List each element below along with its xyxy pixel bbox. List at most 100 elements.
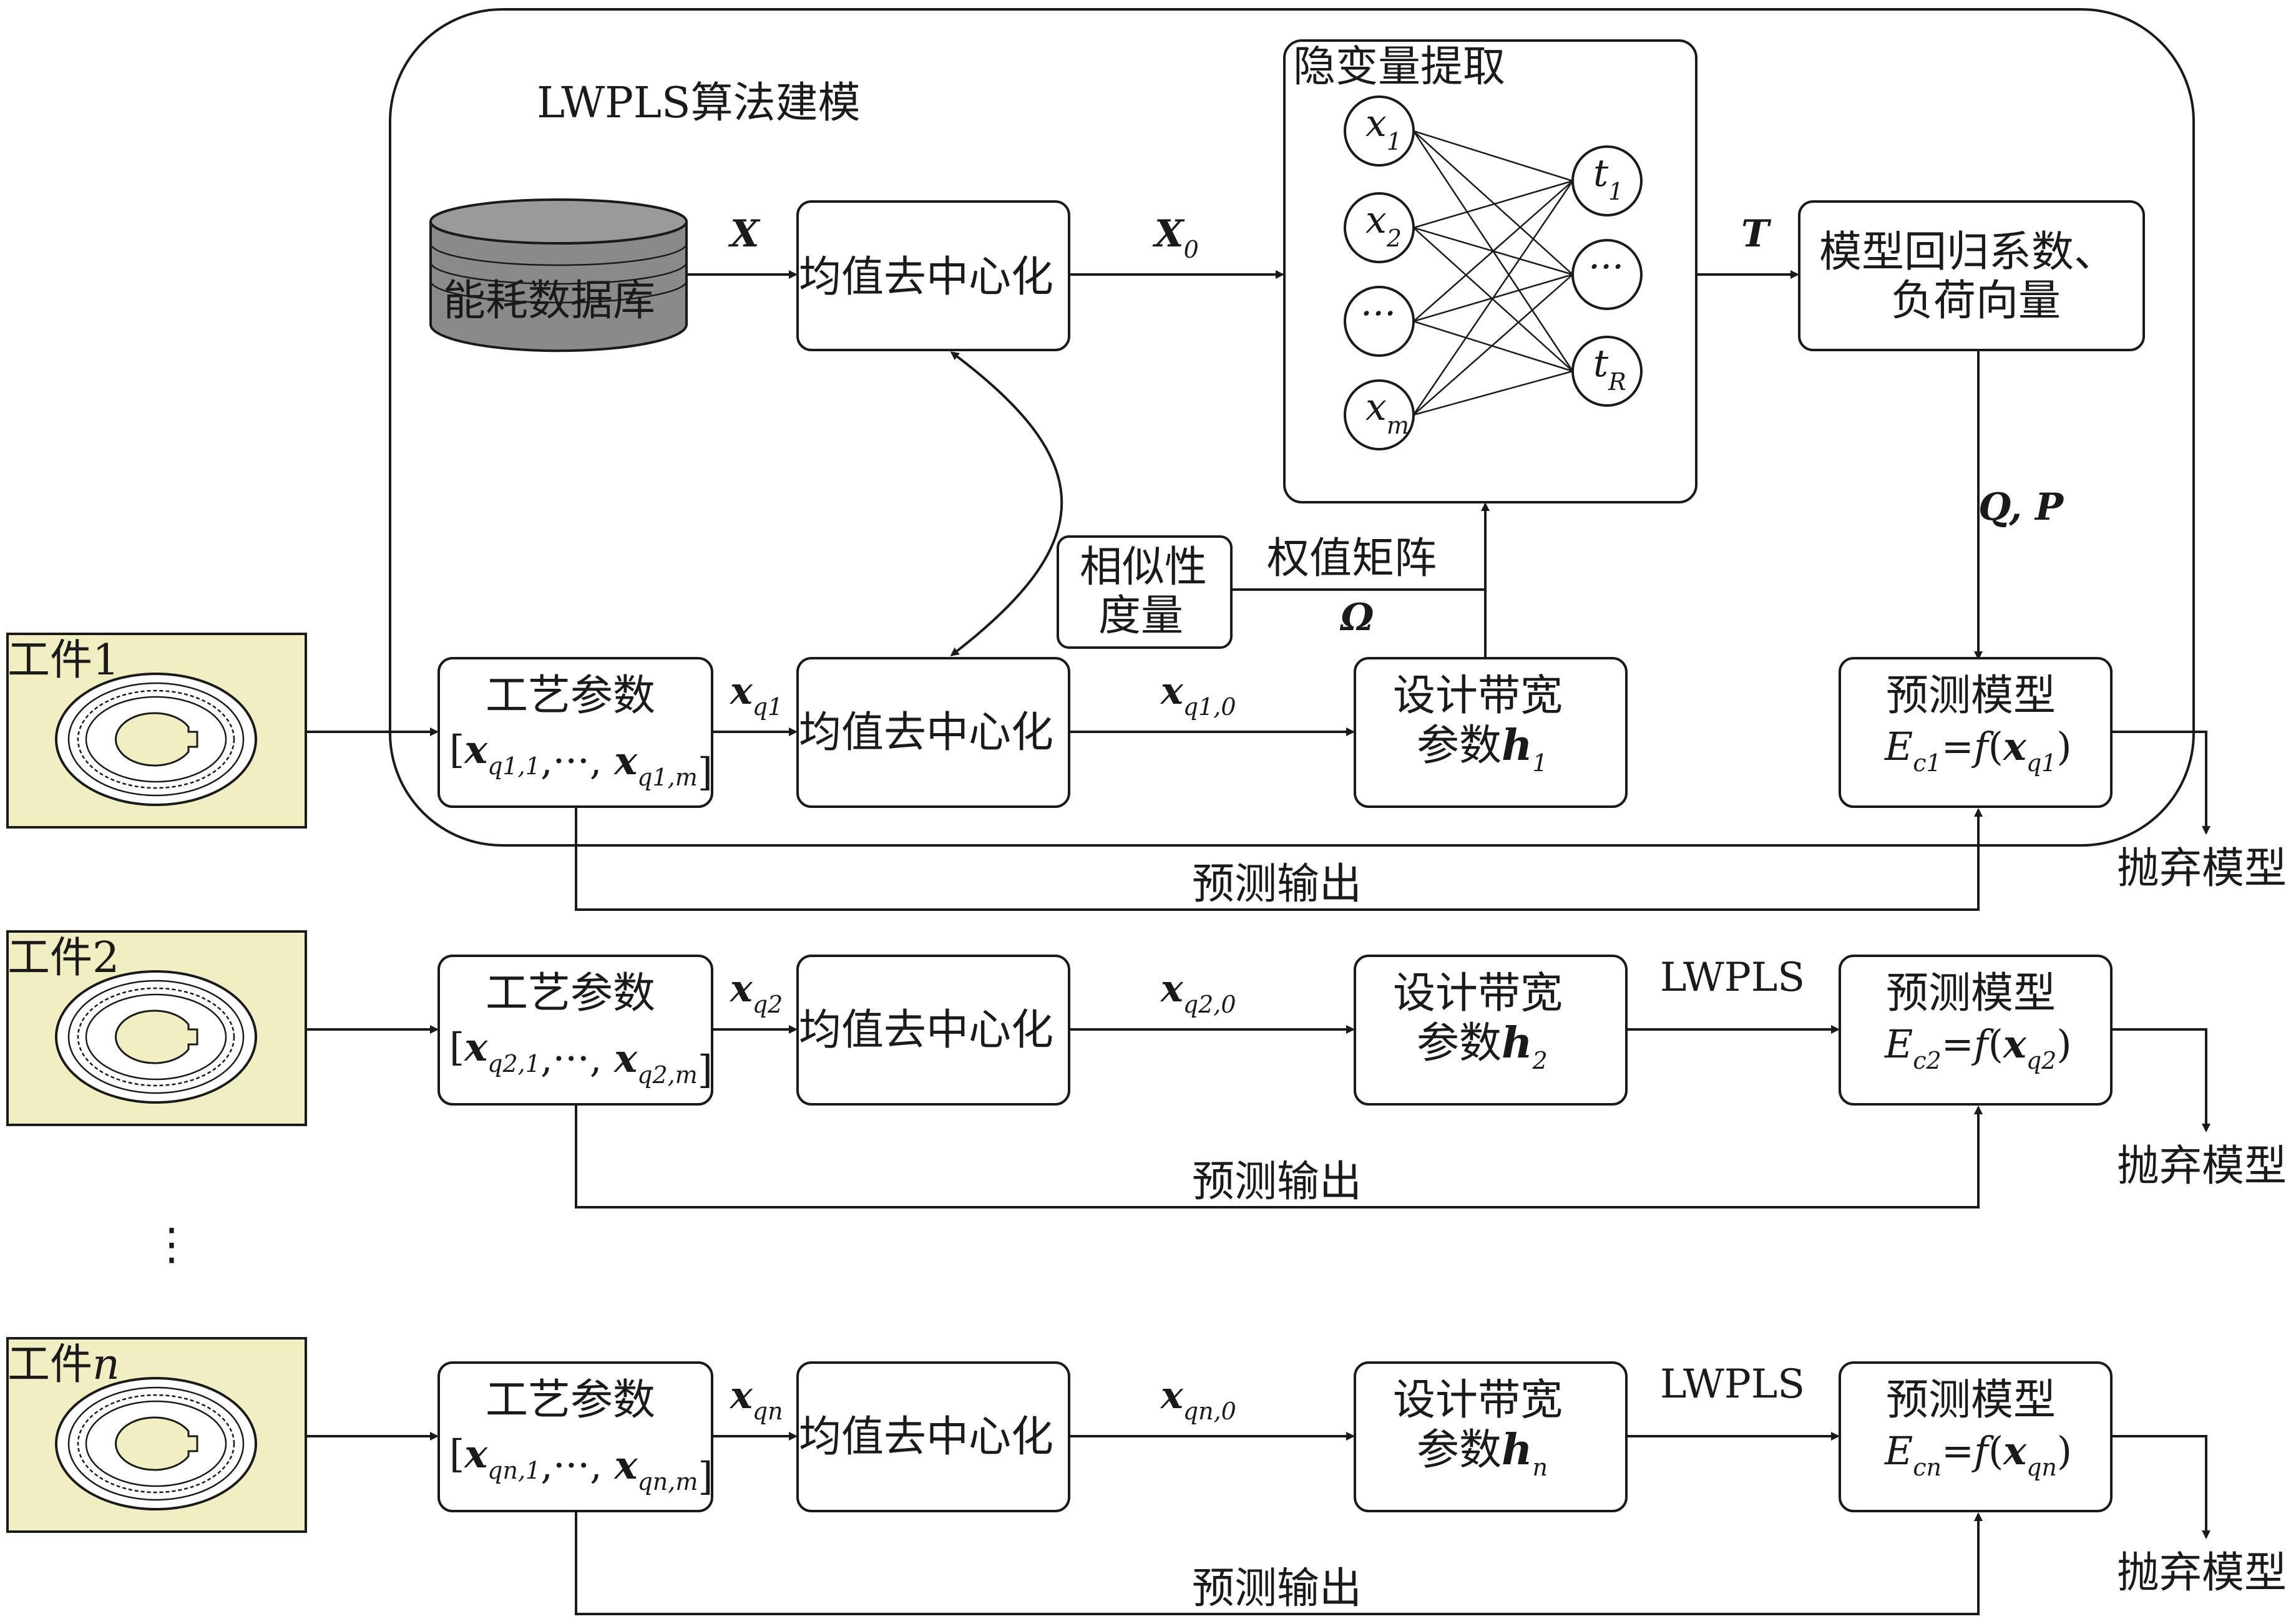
- network-nodes: x1 x2 ··· xm t1 ··· tR: [1344, 95, 1643, 450]
- input-node-circle: [1344, 192, 1415, 263]
- output-node: ···: [1571, 239, 1643, 310]
- discard-arrow: [2111, 731, 2211, 835]
- xq-label: xq2: [729, 967, 783, 1018]
- prediction-output-label: 预测输出: [1192, 1157, 1362, 1207]
- network-edge: [1413, 130, 1573, 182]
- params-vector: [xqn,1,···, xqn,m]: [449, 1431, 713, 1499]
- xq0-label: xqn,0: [1160, 1374, 1236, 1425]
- lwpls-region-border: [389, 8, 2195, 847]
- part-keyhole: [114, 712, 198, 767]
- lwpls-link-label: LWPLS: [1660, 1361, 1805, 1408]
- weight-matrix-label: 权值矩阵: [1267, 534, 1437, 583]
- output-node-label: t1: [1593, 152, 1623, 205]
- latent-network: x1 x2 ··· xm t1 ··· tR: [1344, 95, 1643, 450]
- xq-label: xqn: [729, 1374, 783, 1425]
- discard-label: 抛弃模型: [2117, 1549, 2287, 1598]
- workpiece-label: 工件2: [7, 933, 119, 983]
- output-node: tR: [1571, 336, 1643, 407]
- bandwidth-param: 参数h1: [1417, 721, 1548, 777]
- prediction-output-line: [575, 1511, 1983, 1615]
- part-middle-ring: [67, 1386, 245, 1501]
- discard-label: 抛弃模型: [2117, 1142, 2287, 1191]
- part-inner-ring: [85, 993, 227, 1081]
- output-node-circle: [1571, 145, 1643, 216]
- mean-center-label: 均值去中心化: [799, 708, 1053, 757]
- x-label: X: [728, 212, 761, 256]
- similarity-line2: 度量: [1098, 591, 1183, 641]
- network-edge: [1412, 180, 1574, 416]
- part-keyhole: [114, 1009, 198, 1064]
- process-params-title: 工艺参数: [486, 969, 655, 1018]
- prediction-output-line: [575, 1104, 1983, 1208]
- lwpls-link-label: LWPLS: [1660, 955, 1805, 1001]
- workpiece-label: 工件1: [7, 636, 119, 685]
- input-node-label: ···: [1361, 292, 1396, 336]
- t-label: T: [1741, 212, 1772, 256]
- bandwidth-title: 设计带宽: [1393, 671, 1563, 721]
- qp-label: Q, P: [1978, 485, 2064, 529]
- bandwidth-param: 参数h2: [1417, 1018, 1548, 1074]
- xq-label: xq1: [729, 669, 783, 721]
- network-edges: [1412, 130, 1574, 416]
- latent-extraction-title: 隐变量提取: [1293, 42, 1505, 92]
- mean-center-label: 均值去中心化: [799, 1412, 1053, 1462]
- xq0-label: xq2,0: [1160, 967, 1236, 1018]
- part-middle-ring: [67, 682, 245, 797]
- bandwidth-title: 设计带宽: [1393, 969, 1563, 1018]
- xq0-label: xq1,0: [1160, 669, 1236, 721]
- prediction-model-title: 预测模型: [1886, 969, 2056, 1018]
- output-node-circle: [1571, 336, 1643, 407]
- input-node-label: x1: [1365, 102, 1402, 155]
- prediction-model-title: 预测模型: [1886, 671, 2056, 721]
- bidirectional-curve: [950, 351, 1063, 656]
- workpiece-label: 工件n: [7, 1340, 120, 1389]
- network-edge: [1413, 320, 1573, 372]
- energy-database: 能耗数据库: [429, 198, 688, 353]
- process-params-title: 工艺参数: [486, 671, 655, 721]
- prediction-output-line: [575, 807, 1983, 911]
- input-node: xm: [1344, 379, 1415, 450]
- mean-center-label: 均值去中心化: [799, 1006, 1053, 1055]
- workpiece-row: 工件2 工艺参数 [xq2,1,···, xq2,m] xq2 均值去中心化 xq2,0 设…: [6, 930, 2287, 1208]
- input-node-label: xm: [1365, 386, 1409, 439]
- part-middle-ring: [67, 980, 245, 1094]
- discard-label: 抛弃模型: [2117, 844, 2287, 893]
- output-node-circle: [1571, 239, 1643, 310]
- top-mean-center-label: 均值去中心化: [799, 253, 1053, 302]
- output-node-label: ···: [1588, 245, 1624, 289]
- params-vector: [xq2,1,···, xq2,m]: [449, 1024, 713, 1092]
- bandwidth-param: 参数hn: [1417, 1425, 1548, 1481]
- similarity-line1: 相似性: [1080, 543, 1207, 592]
- input-node: x1: [1344, 95, 1415, 167]
- part-inner-ring: [85, 696, 227, 783]
- prediction-model-title: 预测模型: [1886, 1376, 2056, 1425]
- part-inner-ring: [85, 1400, 227, 1487]
- part-dashed-ring: [77, 987, 235, 1087]
- network-edge: [1413, 130, 1573, 275]
- part-dashed-ring: [77, 1394, 235, 1494]
- network-edge: [1413, 227, 1573, 372]
- input-node: x2: [1344, 192, 1415, 263]
- regression-line2: 负荷向量: [1891, 276, 2061, 326]
- part-dashed-ring: [77, 689, 235, 789]
- input-node: ···: [1344, 286, 1415, 357]
- part-keyhole: [114, 1416, 198, 1471]
- prediction-output-label: 预测输出: [1192, 860, 1362, 909]
- input-node-circle: [1344, 95, 1415, 167]
- output-node-label: tR: [1593, 342, 1626, 396]
- discard-arrow: [2111, 1435, 2211, 1539]
- x0-label: X0: [1152, 212, 1199, 263]
- database-label: 能耗数据库: [443, 276, 655, 326]
- input-node-label: x2: [1365, 198, 1402, 252]
- process-params-title: 工艺参数: [486, 1376, 655, 1425]
- rows-ellipsis: ⋮: [150, 1218, 193, 1270]
- output-node: t1: [1571, 145, 1643, 216]
- prediction-model-formula: Ec1=f(xq1): [1884, 724, 2072, 777]
- network-edge: [1413, 274, 1573, 416]
- network-edge: [1413, 180, 1573, 322]
- input-node-circle: [1344, 379, 1415, 450]
- network-edge: [1413, 370, 1573, 416]
